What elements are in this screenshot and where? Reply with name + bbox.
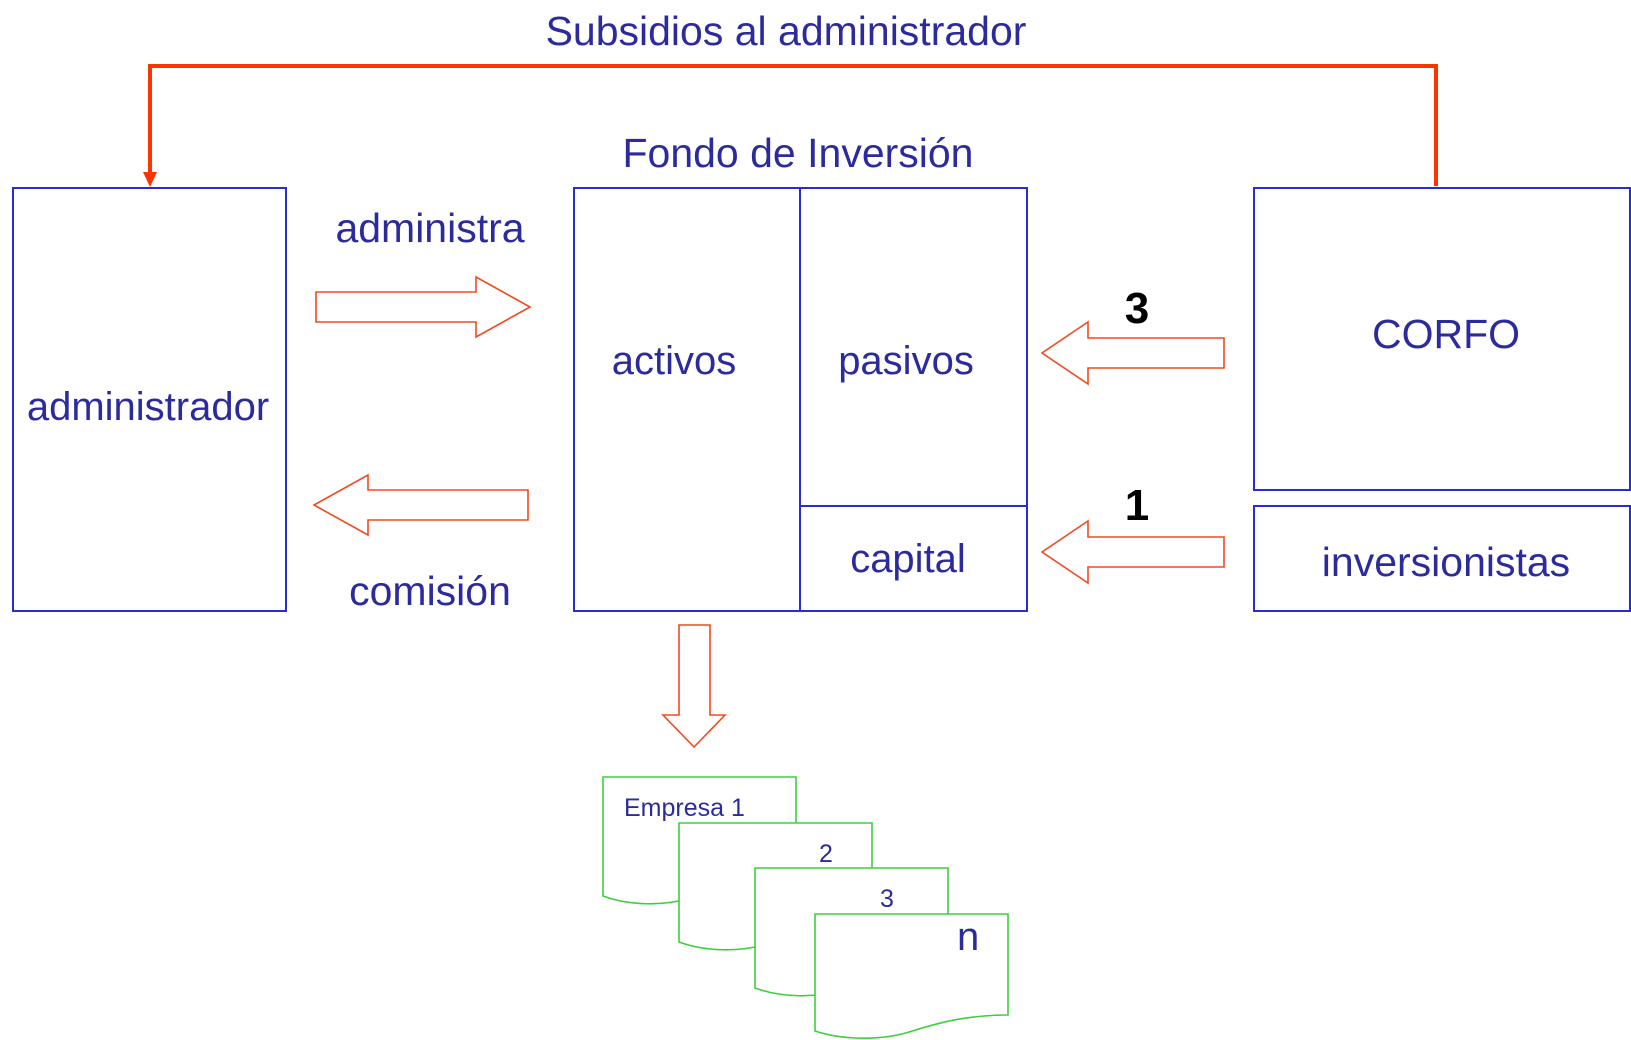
administrador-box xyxy=(12,187,287,612)
empresa-document-n: n xyxy=(814,913,1009,1039)
fund-title: Fondo de Inversión xyxy=(622,130,973,176)
step-1-label: 1 xyxy=(1125,481,1149,530)
subsidy-title: Subsidios al administrador xyxy=(546,8,1027,54)
activos-label: activos xyxy=(612,339,737,383)
step-3-label: 3 xyxy=(1125,284,1149,333)
subsidy-line xyxy=(148,64,1438,186)
inversionistas-box xyxy=(1253,505,1631,612)
inversionistas-label: inversionistas xyxy=(1322,539,1570,585)
empresa-3-label: 3 xyxy=(880,885,894,913)
administra-arrow xyxy=(315,275,532,339)
subsidy-arrowhead xyxy=(143,172,157,187)
comision-arrow xyxy=(312,473,529,537)
administrador-label: administrador xyxy=(27,385,269,429)
corfo-box xyxy=(1253,187,1631,491)
capital-label: capital xyxy=(850,537,966,581)
empresa-n-label: n xyxy=(957,915,979,959)
corfo-label: CORFO xyxy=(1372,311,1520,357)
pasivos-label: pasivos xyxy=(838,339,974,383)
administra-label: administra xyxy=(335,205,524,251)
comision-label: comisión xyxy=(349,568,511,614)
empresa-2-label: 2 xyxy=(819,840,833,868)
inversionistas-to-capital-arrow xyxy=(1040,519,1225,585)
empresa-1-label: Empresa 1 xyxy=(624,794,745,822)
corfo-to-pasivos-arrow xyxy=(1040,320,1225,386)
fund-to-empresas-arrow xyxy=(661,624,727,749)
